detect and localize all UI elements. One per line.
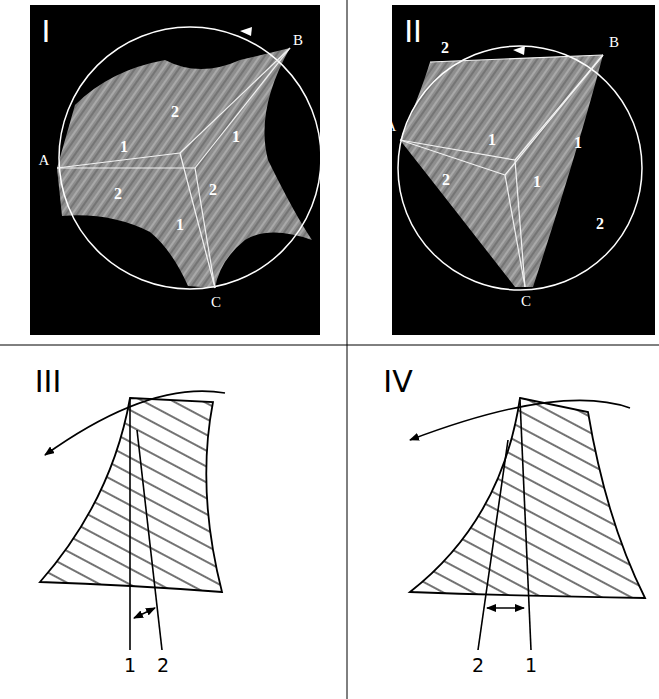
point-letter: A	[386, 119, 397, 134]
panel-number: IV	[383, 367, 412, 397]
callout-number: 1	[232, 129, 240, 145]
callout-number: 2	[209, 182, 217, 198]
callout-number: 1	[176, 217, 184, 233]
panel-number: I	[42, 17, 51, 47]
point-letter: B	[609, 35, 619, 50]
callout-number: 1	[574, 135, 582, 151]
photo-panel	[392, 5, 655, 335]
callout-number: 2	[442, 172, 450, 188]
photo-panel	[30, 5, 321, 335]
callout-number: 1	[124, 656, 136, 675]
divider	[347, 0, 348, 699]
callout-number: 2	[171, 104, 179, 120]
sketch-panel	[40, 391, 225, 650]
panel-number: II	[404, 17, 422, 47]
callout-number: 2	[596, 216, 604, 232]
callout-number: 1	[533, 174, 541, 190]
callout-number: 2	[114, 186, 122, 202]
callout-number: 2	[441, 40, 449, 56]
point-letter: C	[521, 294, 531, 309]
point-letter: A	[39, 153, 50, 168]
point-letter: C	[211, 295, 221, 310]
callout-number: 1	[525, 656, 537, 675]
callout-number: 1	[120, 139, 128, 155]
callout-number: 2	[157, 656, 169, 675]
panel-number: III	[35, 367, 62, 397]
divider	[0, 345, 659, 346]
sketch-panel	[410, 398, 645, 650]
callout-number: 2	[472, 656, 484, 675]
point-letter: B	[293, 33, 303, 48]
callout-number: 1	[488, 132, 496, 148]
